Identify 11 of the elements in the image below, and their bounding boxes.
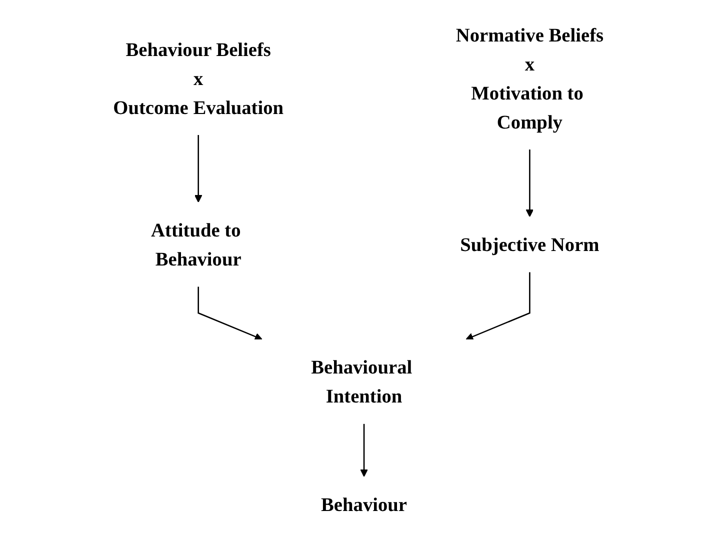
node-text: Subjective Norm	[460, 233, 600, 256]
node-text: Behaviour	[321, 493, 407, 516]
node-text: Behavioural Intention	[311, 356, 412, 408]
arrow	[198, 286, 262, 340]
node-text: Behaviour Beliefs x Outcome Evaluation	[113, 38, 284, 118]
arrow	[194, 134, 202, 203]
arrow	[466, 272, 530, 340]
arrow	[360, 424, 368, 477]
node-text: Attitude to Behaviour	[151, 218, 242, 270]
node-text: Normative Beliefs x Motivation to Comply	[456, 24, 604, 133]
arrow	[526, 149, 534, 218]
